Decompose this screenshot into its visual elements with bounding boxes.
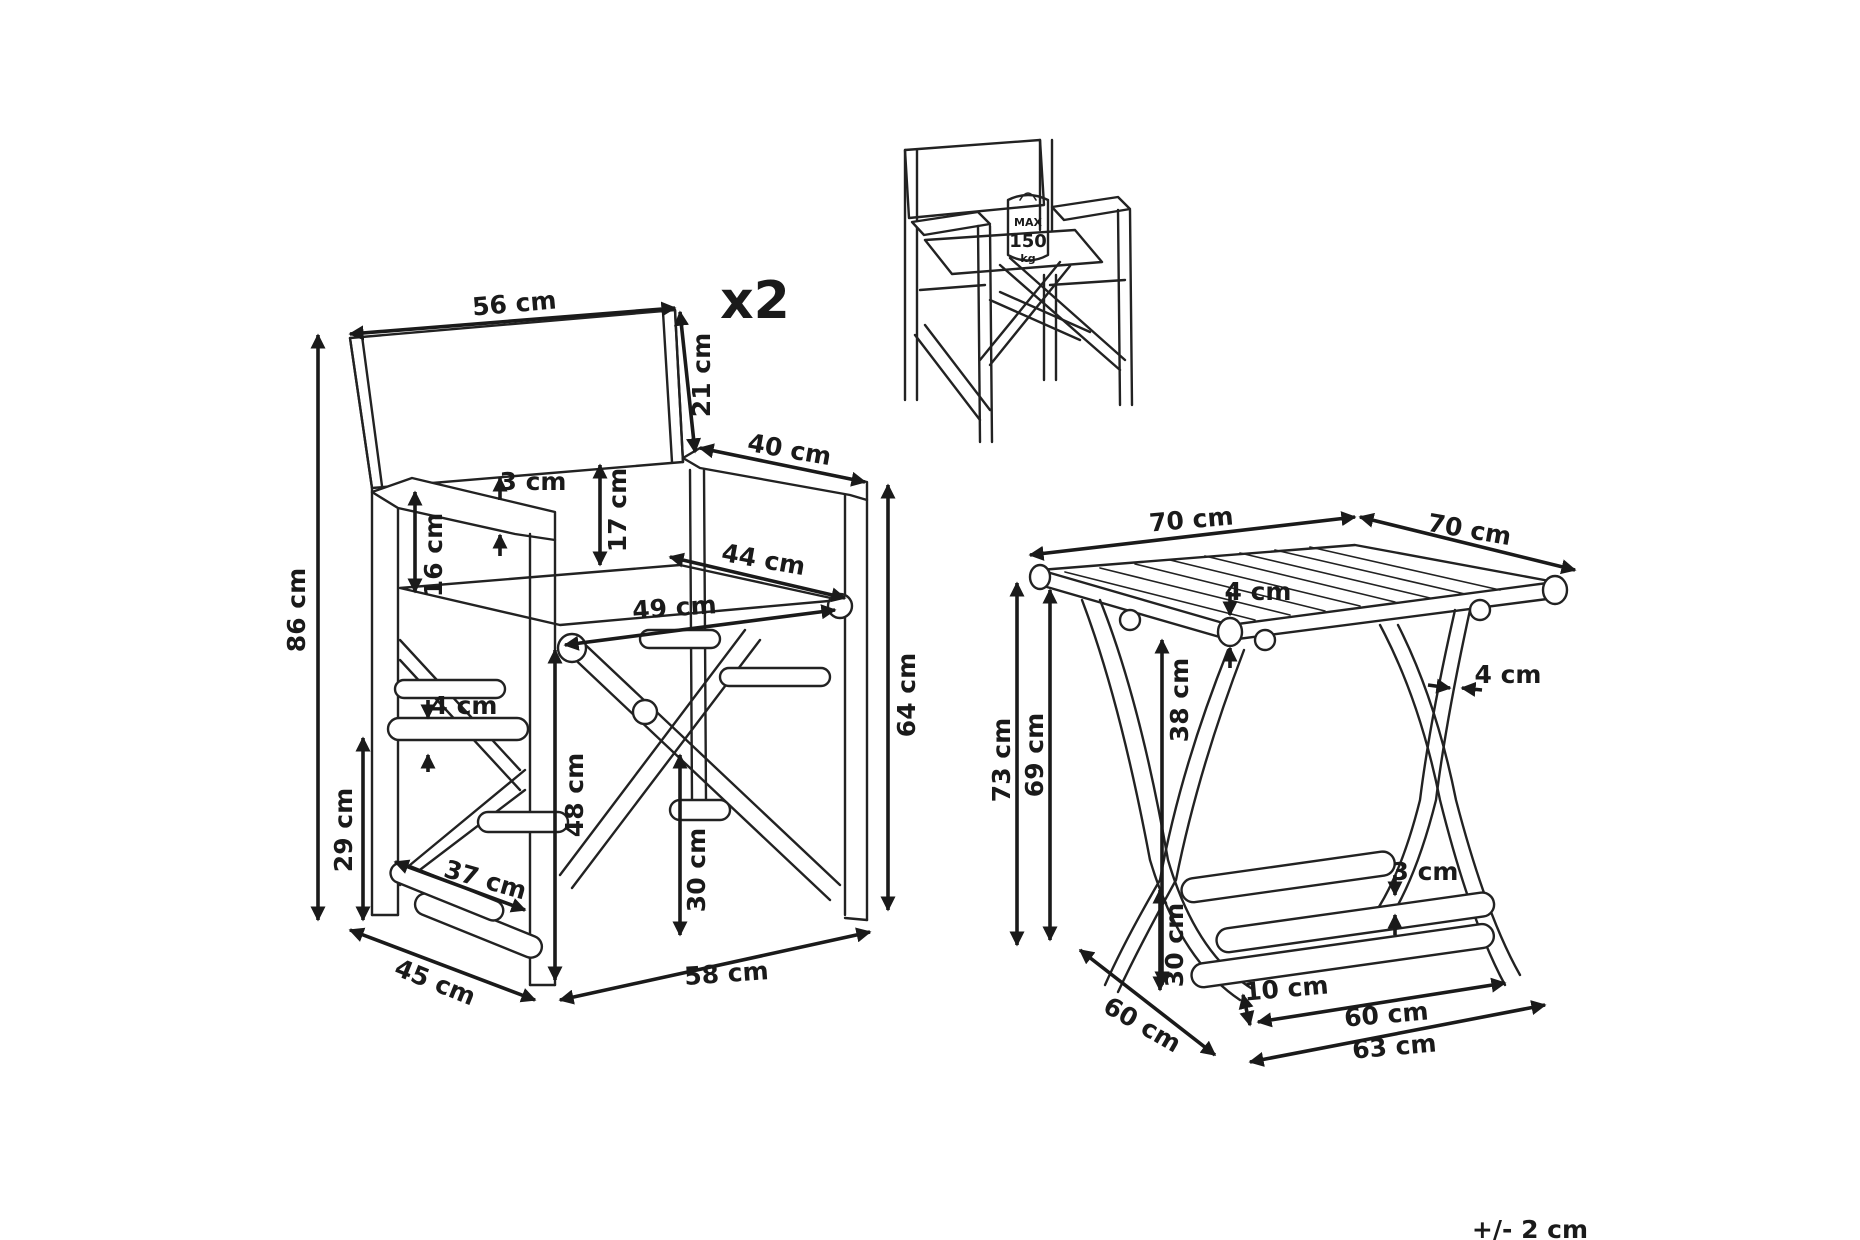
- label-chair-back-gap: 17 cm: [603, 468, 632, 552]
- weight-badge-unit: kg: [1020, 252, 1035, 265]
- label-chair-arm-level-height: 64 cm: [892, 653, 921, 737]
- chair-drawing: [348, 308, 869, 987]
- weight-badge-max: MAX: [1014, 216, 1042, 229]
- chair-dimensions: [310, 301, 896, 1005]
- label-table-frame-height: 69 cm: [1020, 713, 1049, 797]
- label-chair-arm-height: 16 cm: [419, 513, 448, 597]
- chair-labels: 56 cm 21 cm 40 cm 3 cm 16 cm 17 cm 44 cm…: [282, 285, 921, 1011]
- quantity-multiplier: x2: [720, 271, 790, 331]
- label-chair-seat-width: 49 cm: [631, 590, 717, 625]
- label-table-apron-height: 38 cm: [1165, 658, 1194, 742]
- label-table-rung-thickness: 3 cm: [1392, 857, 1459, 886]
- label-chair-seat-depth: 44 cm: [719, 538, 807, 581]
- table-drawing: [1028, 543, 1569, 1002]
- label-table-foot-offset: 10 cm: [1243, 970, 1330, 1006]
- table-dimensions: [1009, 511, 1577, 1067]
- label-table-leg-thickness: 4 cm: [1475, 660, 1542, 689]
- chair-thumbnail: MAX 150 kg: [903, 138, 1134, 444]
- label-table-base-width-outer: 63 cm: [1351, 1028, 1438, 1064]
- label-chair-seat-height: 48 cm: [560, 753, 589, 837]
- label-chair-rung-height: 29 cm: [329, 788, 358, 872]
- label-chair-low-rung-height: 30 cm: [682, 828, 711, 912]
- label-chair-total-height: 86 cm: [282, 568, 311, 652]
- label-table-top-thickness: 4 cm: [1225, 577, 1292, 606]
- label-table-rung-height: 30 cm: [1160, 903, 1189, 987]
- weight-icon: [1006, 193, 1050, 262]
- table-labels: 70 cm 70 cm 4 cm 4 cm 38 cm 73 cm 69 cm …: [987, 501, 1541, 1064]
- label-chair-rung-thickness: 4 cm: [431, 691, 498, 720]
- label-chair-arm-offset: 3 cm: [500, 467, 567, 496]
- tolerance-note: +/- 2 cm: [1472, 1215, 1588, 1240]
- label-table-total-height: 73 cm: [987, 718, 1016, 802]
- label-table-base-depth: 60 cm: [1098, 991, 1186, 1058]
- label-chair-width-top: 56 cm: [471, 285, 558, 321]
- label-chair-base-width: 58 cm: [683, 956, 769, 991]
- weight-badge-value: 150: [1009, 231, 1047, 252]
- label-table-base-width: 60 cm: [1343, 996, 1430, 1032]
- label-chair-back-height: 21 cm: [687, 333, 716, 417]
